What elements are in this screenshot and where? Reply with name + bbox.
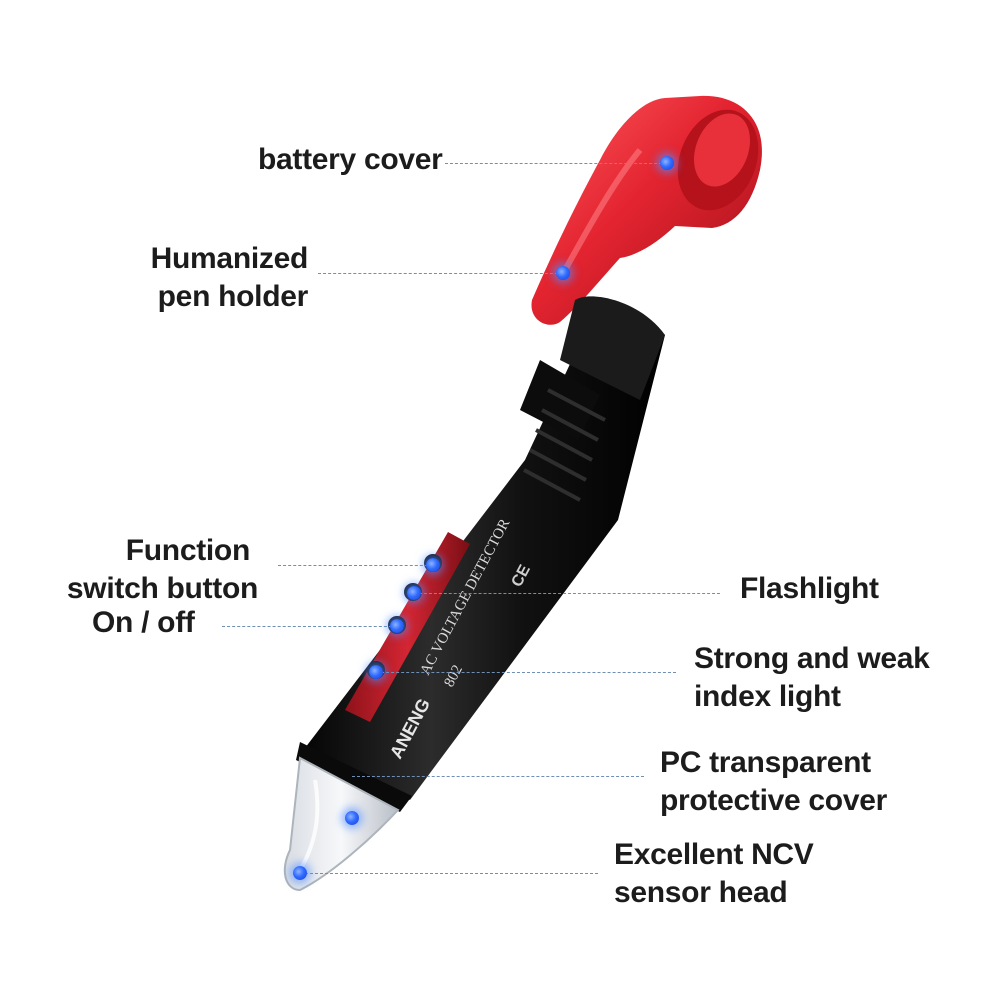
leader-flashlight (414, 593, 720, 594)
label-sensor-head: Excellent NCV sensor head (614, 838, 814, 909)
marker-battery-cover (660, 156, 674, 170)
pen-body-part: AC VOLTAGE DETECTOR 802 ANENG CE (296, 296, 665, 812)
label-on-off: On / off (92, 606, 195, 639)
marker-protective-cover (345, 811, 359, 825)
leader-on-off (222, 626, 397, 627)
sensor-tip-part (283, 756, 400, 892)
leader-battery-cover (445, 163, 667, 164)
leader-function-button (278, 565, 433, 566)
marker-index-light (369, 665, 383, 679)
leader-sensor-head (300, 873, 598, 874)
leader-pen-holder (318, 273, 563, 274)
label-protective-cover: PC transparent protective cover (660, 746, 887, 817)
label-battery-cover: battery cover (258, 143, 443, 176)
marker-on-off (390, 619, 404, 633)
label-pen-holder: Humanized pen holder (150, 242, 309, 313)
leader-protective-cover (352, 776, 644, 777)
label-function-button: Function switch button (66, 534, 258, 605)
marker-function-button (426, 558, 440, 572)
battery-cover-part (531, 95, 762, 325)
label-index-light: Strong and weak index light (694, 642, 930, 713)
marker-pen-holder (556, 266, 570, 280)
label-flashlight: Flashlight (740, 572, 879, 605)
marker-flashlight (407, 586, 421, 600)
leader-index-light (376, 672, 676, 673)
marker-sensor-head (293, 866, 307, 880)
